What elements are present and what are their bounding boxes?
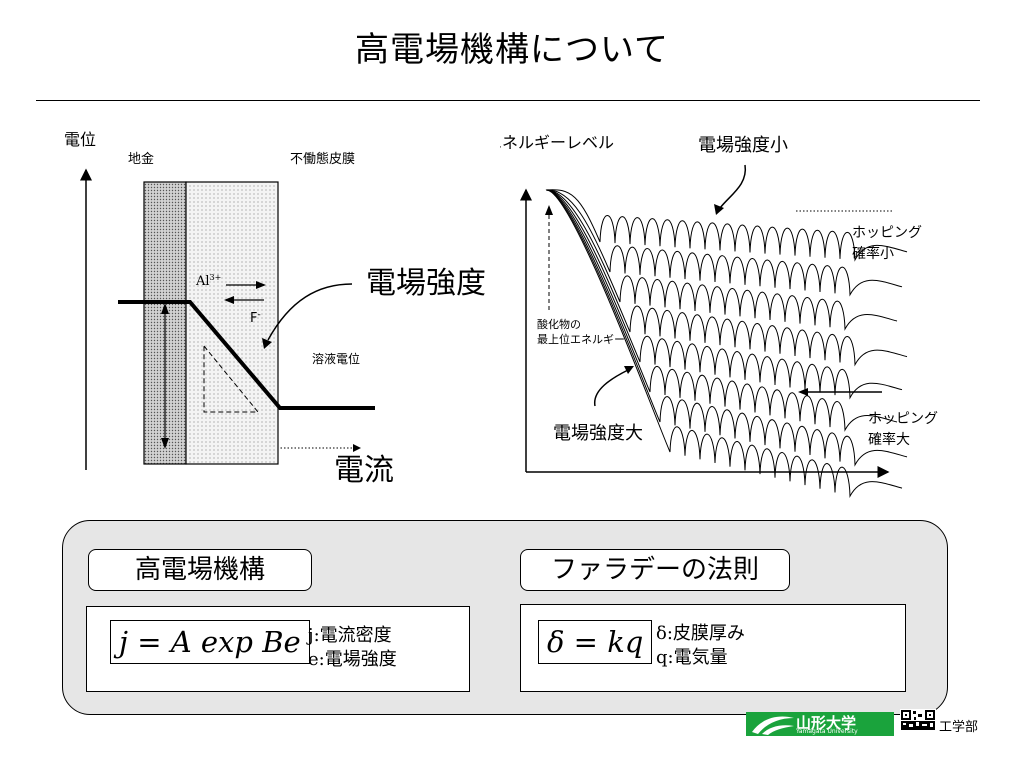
field-pointer (267, 283, 353, 341)
weak-field-label: 電場強度小 (698, 135, 788, 156)
high-field-mechanism-tag: 高電場機構 (88, 549, 312, 591)
drop-arrow-head-top (161, 303, 169, 314)
faraday-formula: δ = kq (538, 620, 653, 664)
field-strength-definition: e:電場強度 (308, 649, 397, 670)
energy-curves (545, 189, 908, 498)
energy-curve (545, 189, 898, 432)
strong-field-pointer (594, 369, 629, 407)
potential-profile (118, 300, 375, 410)
faraday-law-label: ファラデーの法則 (550, 555, 759, 585)
faraday-law-tag: ファラデーの法則 (520, 549, 790, 591)
hopping-low-label: ホッピング確率小 (852, 225, 922, 262)
university-swoosh-icon (752, 716, 794, 735)
energy-level-label: エネルギーレベル (500, 133, 614, 152)
university-logo (746, 712, 894, 736)
hopping-high-arrow-head (798, 388, 808, 396)
al-ion-arrow-head (256, 281, 266, 289)
energy-level-diagram: エネルギーレベル 電場強度小 ホッピング確率小 酸化物の最上位エネルギー 電場強… (500, 133, 938, 498)
energy-curve (545, 189, 908, 262)
energy-curve (545, 189, 903, 498)
energy-curve (545, 189, 903, 297)
film-label: 不働態皮膜 (290, 151, 355, 167)
hopping-high-label: ホッピング確率大 (868, 411, 938, 448)
current-label: 電流 (334, 453, 394, 488)
high-field-formula: j = A exp Be (110, 620, 310, 664)
f-ion-arrow-head (224, 296, 234, 304)
energy-curve (545, 189, 898, 331)
field-pointer-head (262, 338, 272, 349)
oxide-top-energy-label: 酸化物の最上位エネルギー (537, 317, 625, 346)
strong-field-pointer-head (624, 366, 634, 374)
passive-film (185, 181, 279, 465)
energy-curve (545, 189, 908, 467)
drop-arrow-head-bottom (161, 438, 169, 449)
university-romaji: Yamagata University (796, 728, 858, 735)
al-ion-label: Al3+ (195, 273, 221, 289)
strong-field-label: 電場強度大 (553, 423, 643, 444)
faculty-emblem-icon (900, 709, 936, 731)
high-field-definitions: j:電流密度 e:電場強度 (308, 624, 397, 672)
university-logo-text: 山形大学 (796, 714, 857, 732)
field-strength-label: 電場強度 (366, 266, 486, 301)
high-field-mechanism-label: 高電場機構 (134, 555, 265, 585)
energy-curve (545, 189, 908, 367)
metal-label: 地金 (128, 151, 154, 167)
weak-field-pointer-head (714, 204, 724, 215)
faculty-label: 工学部 (939, 720, 979, 735)
slide-title: 高電場機構について (355, 30, 669, 70)
title-divider (36, 100, 980, 101)
f-ion-label: F- (250, 310, 261, 326)
weak-field-pointer (719, 164, 746, 209)
film-thickness-definition: δ:皮膜厚み (656, 623, 745, 644)
energy-rise-arrow-head (545, 205, 553, 215)
faraday-definitions: δ:皮膜厚み q:電気量 (656, 622, 745, 670)
energy-curve (545, 189, 903, 400)
y-axis-label: 電位 (64, 130, 96, 149)
field-gradient-triangle (203, 344, 260, 413)
solution-potential-label: 溶液電位 (312, 351, 360, 366)
potential-diagram: 電位 地金 不働態皮膜 Al3+ F- 電場強度 溶液電位 電流 (64, 130, 486, 488)
current-density-definition: j:電流密度 (308, 625, 392, 646)
charge-definition: q:電気量 (656, 647, 728, 668)
